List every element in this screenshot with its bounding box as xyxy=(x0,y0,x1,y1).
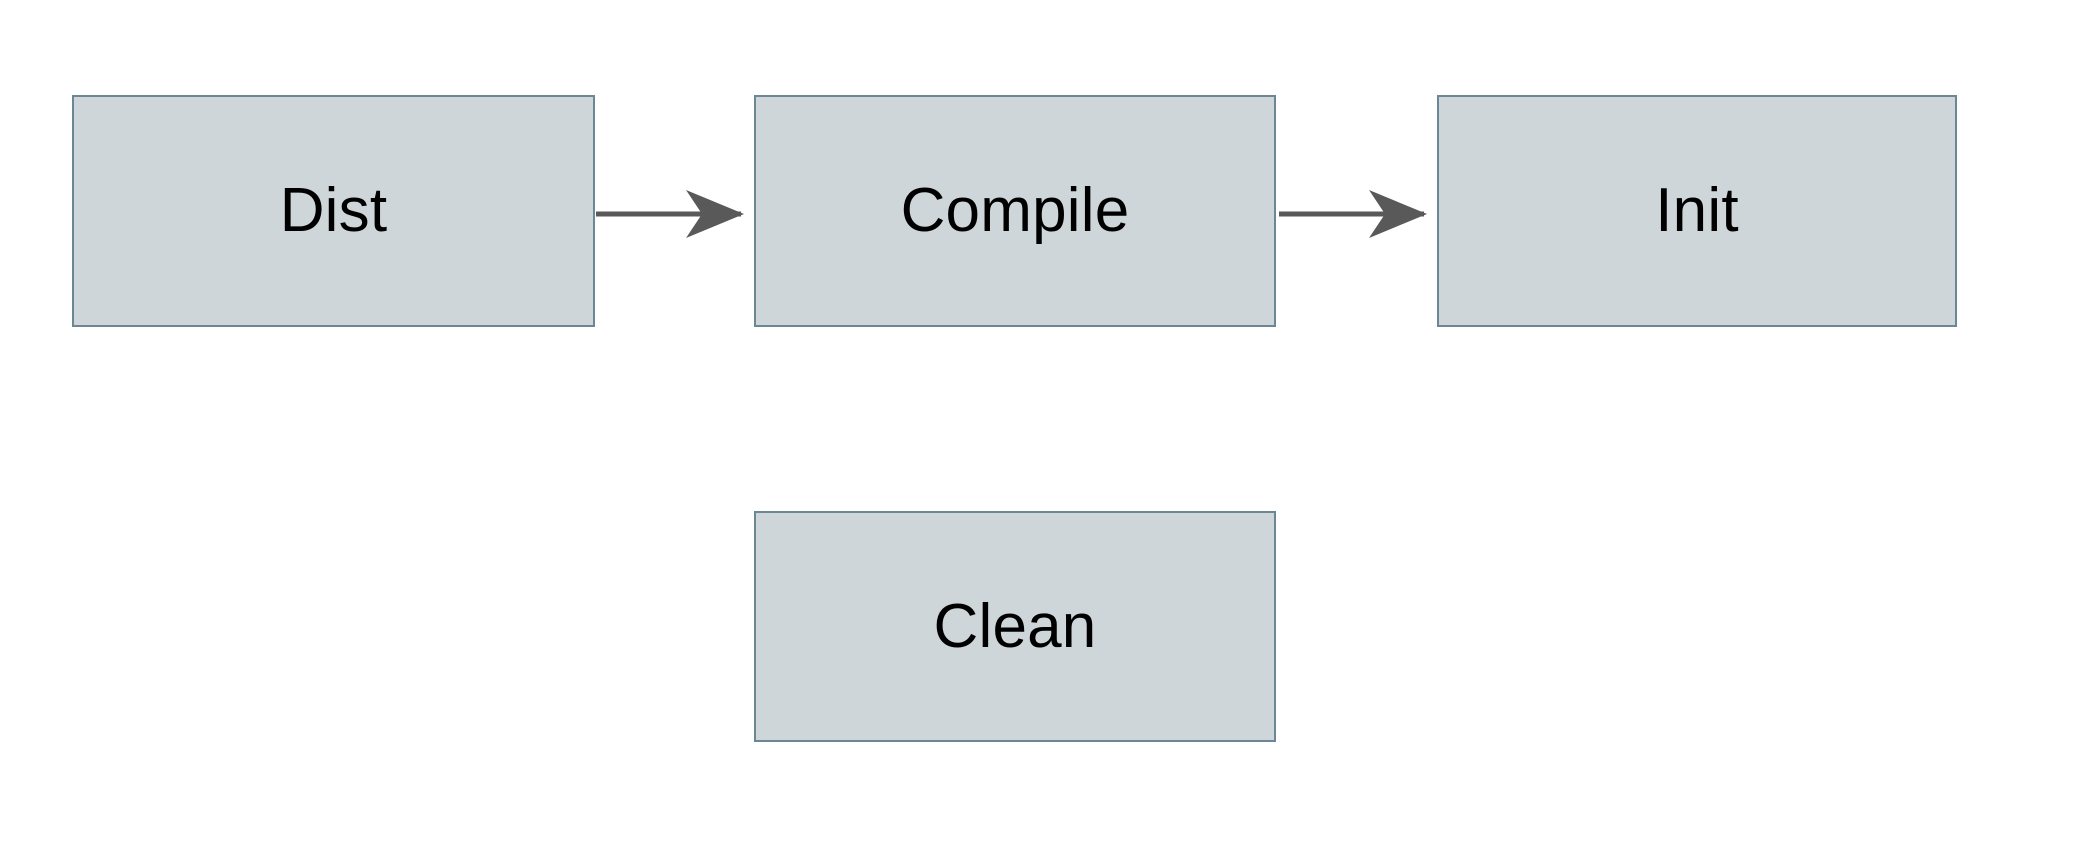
node-compile[interactable]: Compile xyxy=(754,95,1276,327)
node-clean-label: Clean xyxy=(933,591,1097,661)
node-clean[interactable]: Clean xyxy=(754,511,1276,742)
node-init-label: Init xyxy=(1655,176,1739,245)
node-compile-label: Compile xyxy=(900,176,1130,245)
node-dist-label: Dist xyxy=(279,176,388,245)
node-init[interactable]: Init xyxy=(1437,95,1957,327)
node-dist[interactable]: Dist xyxy=(72,95,595,327)
